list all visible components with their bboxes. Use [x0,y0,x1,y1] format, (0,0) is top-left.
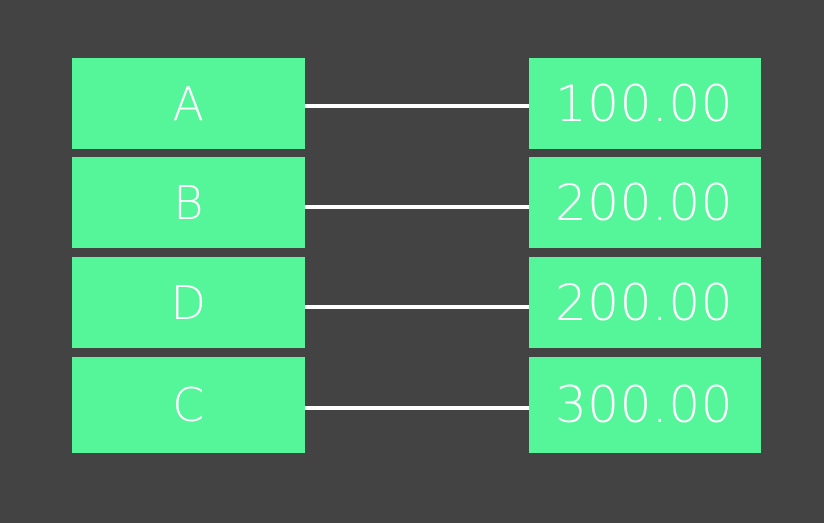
sankey-target-node-3[interactable]: 200.00 [529,257,761,348]
sankey-link-c-to-4 [305,406,529,410]
sankey-source-node-d[interactable]: D [72,257,305,348]
sankey-target-node-value: 300.00 [555,376,733,434]
sankey-source-node-a[interactable]: A [72,58,305,149]
sankey-target-node-2[interactable]: 200.00 [529,157,761,248]
sankey-link-a-to-1 [305,104,529,108]
sankey-source-node-label: C [172,378,205,432]
sankey-link-b-to-2 [305,205,529,209]
sankey-target-node-value: 200.00 [555,273,733,332]
sankey-target-node-4[interactable]: 300.00 [529,357,761,453]
sankey-target-node-value: 100.00 [555,74,733,133]
sankey-link-d-to-3 [305,305,529,309]
sankey-source-node-label: B [173,175,204,230]
sankey-source-node-label: D [170,275,207,330]
sankey-target-node-value: 200.00 [555,173,733,232]
sankey-source-node-b[interactable]: B [72,157,305,248]
sankey-target-node-1[interactable]: 100.00 [529,58,761,149]
sankey-source-node-label: A [172,76,205,131]
sankey-source-node-c[interactable]: C [72,357,305,453]
